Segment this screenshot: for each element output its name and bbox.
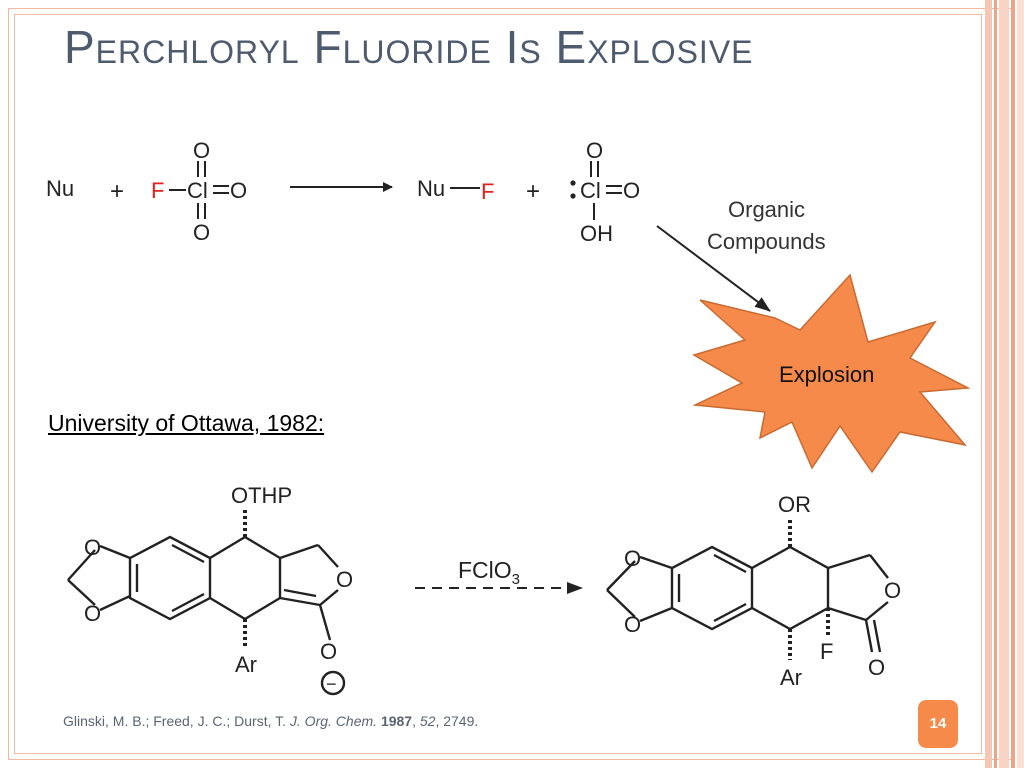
product-fluorine-atom: F bbox=[481, 179, 494, 204]
substituent-ar: Ar bbox=[235, 652, 257, 677]
oxygen-atom: O bbox=[193, 220, 210, 245]
bond-line bbox=[639, 555, 673, 570]
central-ring bbox=[209, 535, 282, 621]
decorative-stripe bbox=[1017, 0, 1024, 768]
product-fluorine-atom: F bbox=[820, 639, 833, 664]
oxygen-atom: O bbox=[193, 138, 210, 163]
nucleophile-label: Nu bbox=[46, 176, 74, 201]
bond-line bbox=[283, 588, 317, 598]
bond-line bbox=[606, 560, 636, 591]
oxygen-atom: O bbox=[84, 535, 101, 560]
reagent-label: FClO3 bbox=[458, 557, 520, 588]
oxygen-atom: O bbox=[230, 178, 247, 203]
plus-sign: + bbox=[526, 178, 540, 205]
oxygen-atom: O bbox=[624, 612, 641, 637]
product-molecule bbox=[606, 518, 889, 660]
page-number-badge: 14 bbox=[918, 700, 958, 748]
oxygen-atom: O bbox=[84, 601, 101, 626]
lone-pair-dot bbox=[570, 180, 576, 186]
benzene-ring bbox=[128, 535, 212, 621]
citation-authors: Glinski, M. B.; Freed, J. C.; Durst, T. bbox=[63, 713, 290, 729]
oxygen-atom: O bbox=[320, 639, 337, 664]
oxygen-atom: O bbox=[884, 578, 901, 603]
bond-line bbox=[865, 601, 889, 621]
reaction-2-labels: O O OTHP Ar O O − FClO3 O O OR Ar F O O bbox=[84, 483, 901, 694]
bond-line bbox=[279, 596, 321, 607]
chloric-acid-molecule: Cl O O OH bbox=[570, 138, 640, 246]
bond-line bbox=[639, 606, 673, 623]
bond-line bbox=[872, 619, 882, 653]
citation-volume: 52 bbox=[419, 713, 436, 729]
bond-line bbox=[827, 553, 871, 570]
bond-line bbox=[606, 589, 636, 618]
caption-university-ottawa: University of Ottawa, 1982: bbox=[48, 410, 325, 436]
lone-pair-dot bbox=[570, 193, 576, 199]
reactant-molecule bbox=[67, 510, 346, 696]
explosion-starburst bbox=[692, 273, 971, 474]
substituent-ar: Ar bbox=[780, 665, 802, 690]
decorative-stripe bbox=[985, 0, 992, 768]
reaction-1: Nu + F Cl O O O Nu F + Cl bbox=[46, 138, 971, 474]
product-nucleophile-label: Nu bbox=[417, 176, 445, 201]
central-ring bbox=[751, 545, 830, 631]
charge-sign: − bbox=[326, 674, 337, 694]
bond-line bbox=[319, 589, 339, 606]
bond-line bbox=[67, 549, 96, 581]
bond-line bbox=[713, 553, 747, 574]
negative-charge bbox=[320, 670, 346, 696]
benzene-ring bbox=[670, 545, 754, 631]
arrow-label-organic: Organic bbox=[728, 197, 805, 222]
bond-line bbox=[279, 543, 319, 560]
oxygen-atom: O bbox=[336, 567, 353, 592]
slide-frame-inner bbox=[14, 14, 982, 754]
bond-line bbox=[713, 602, 747, 623]
decorative-stripe bbox=[1011, 0, 1015, 768]
oxygen-atom: O bbox=[623, 178, 640, 203]
explosion-label: Explosion bbox=[779, 362, 874, 387]
plus-sign: + bbox=[110, 178, 124, 205]
reaction-2 bbox=[67, 510, 889, 696]
citation-reference: Glinski, M. B.; Freed, J. C.; Durst, T. … bbox=[63, 713, 479, 729]
slide-title: Perchloryl Fluoride Is Explosive bbox=[64, 21, 754, 73]
bond-line bbox=[318, 604, 332, 641]
hydroxyl-group: OH bbox=[580, 221, 613, 246]
bond-line bbox=[67, 579, 96, 606]
diagonal-arrow bbox=[656, 225, 771, 312]
fluorine-atom: F bbox=[151, 178, 164, 203]
arrow-label-compounds: Compounds bbox=[707, 229, 826, 254]
bond-line bbox=[99, 594, 131, 612]
bond-line bbox=[827, 606, 867, 622]
bond-line bbox=[869, 554, 889, 579]
perchloryl-fluoride-molecule: F Cl O O O bbox=[151, 138, 247, 245]
bond-line bbox=[99, 544, 131, 560]
substituent-othp: OTHP bbox=[231, 483, 292, 508]
citation-journal: J. Org. Chem. bbox=[289, 713, 378, 729]
bond-line bbox=[171, 592, 205, 613]
decorative-stripe bbox=[999, 0, 1009, 768]
bond-line bbox=[317, 544, 339, 568]
citation-pages: , 2749. bbox=[435, 713, 479, 729]
citation-year: 1987 bbox=[380, 713, 413, 729]
oxygen-atom: O bbox=[624, 546, 641, 571]
bond-line bbox=[171, 543, 205, 564]
decorative-stripe bbox=[994, 0, 997, 768]
chlorine-atom: Cl bbox=[580, 178, 601, 203]
substituent-or: OR bbox=[778, 492, 811, 517]
oxygen-atom: O bbox=[586, 138, 603, 163]
chlorine-atom: Cl bbox=[187, 178, 208, 203]
oxygen-atom: O bbox=[868, 655, 885, 680]
bond-line bbox=[864, 619, 874, 653]
